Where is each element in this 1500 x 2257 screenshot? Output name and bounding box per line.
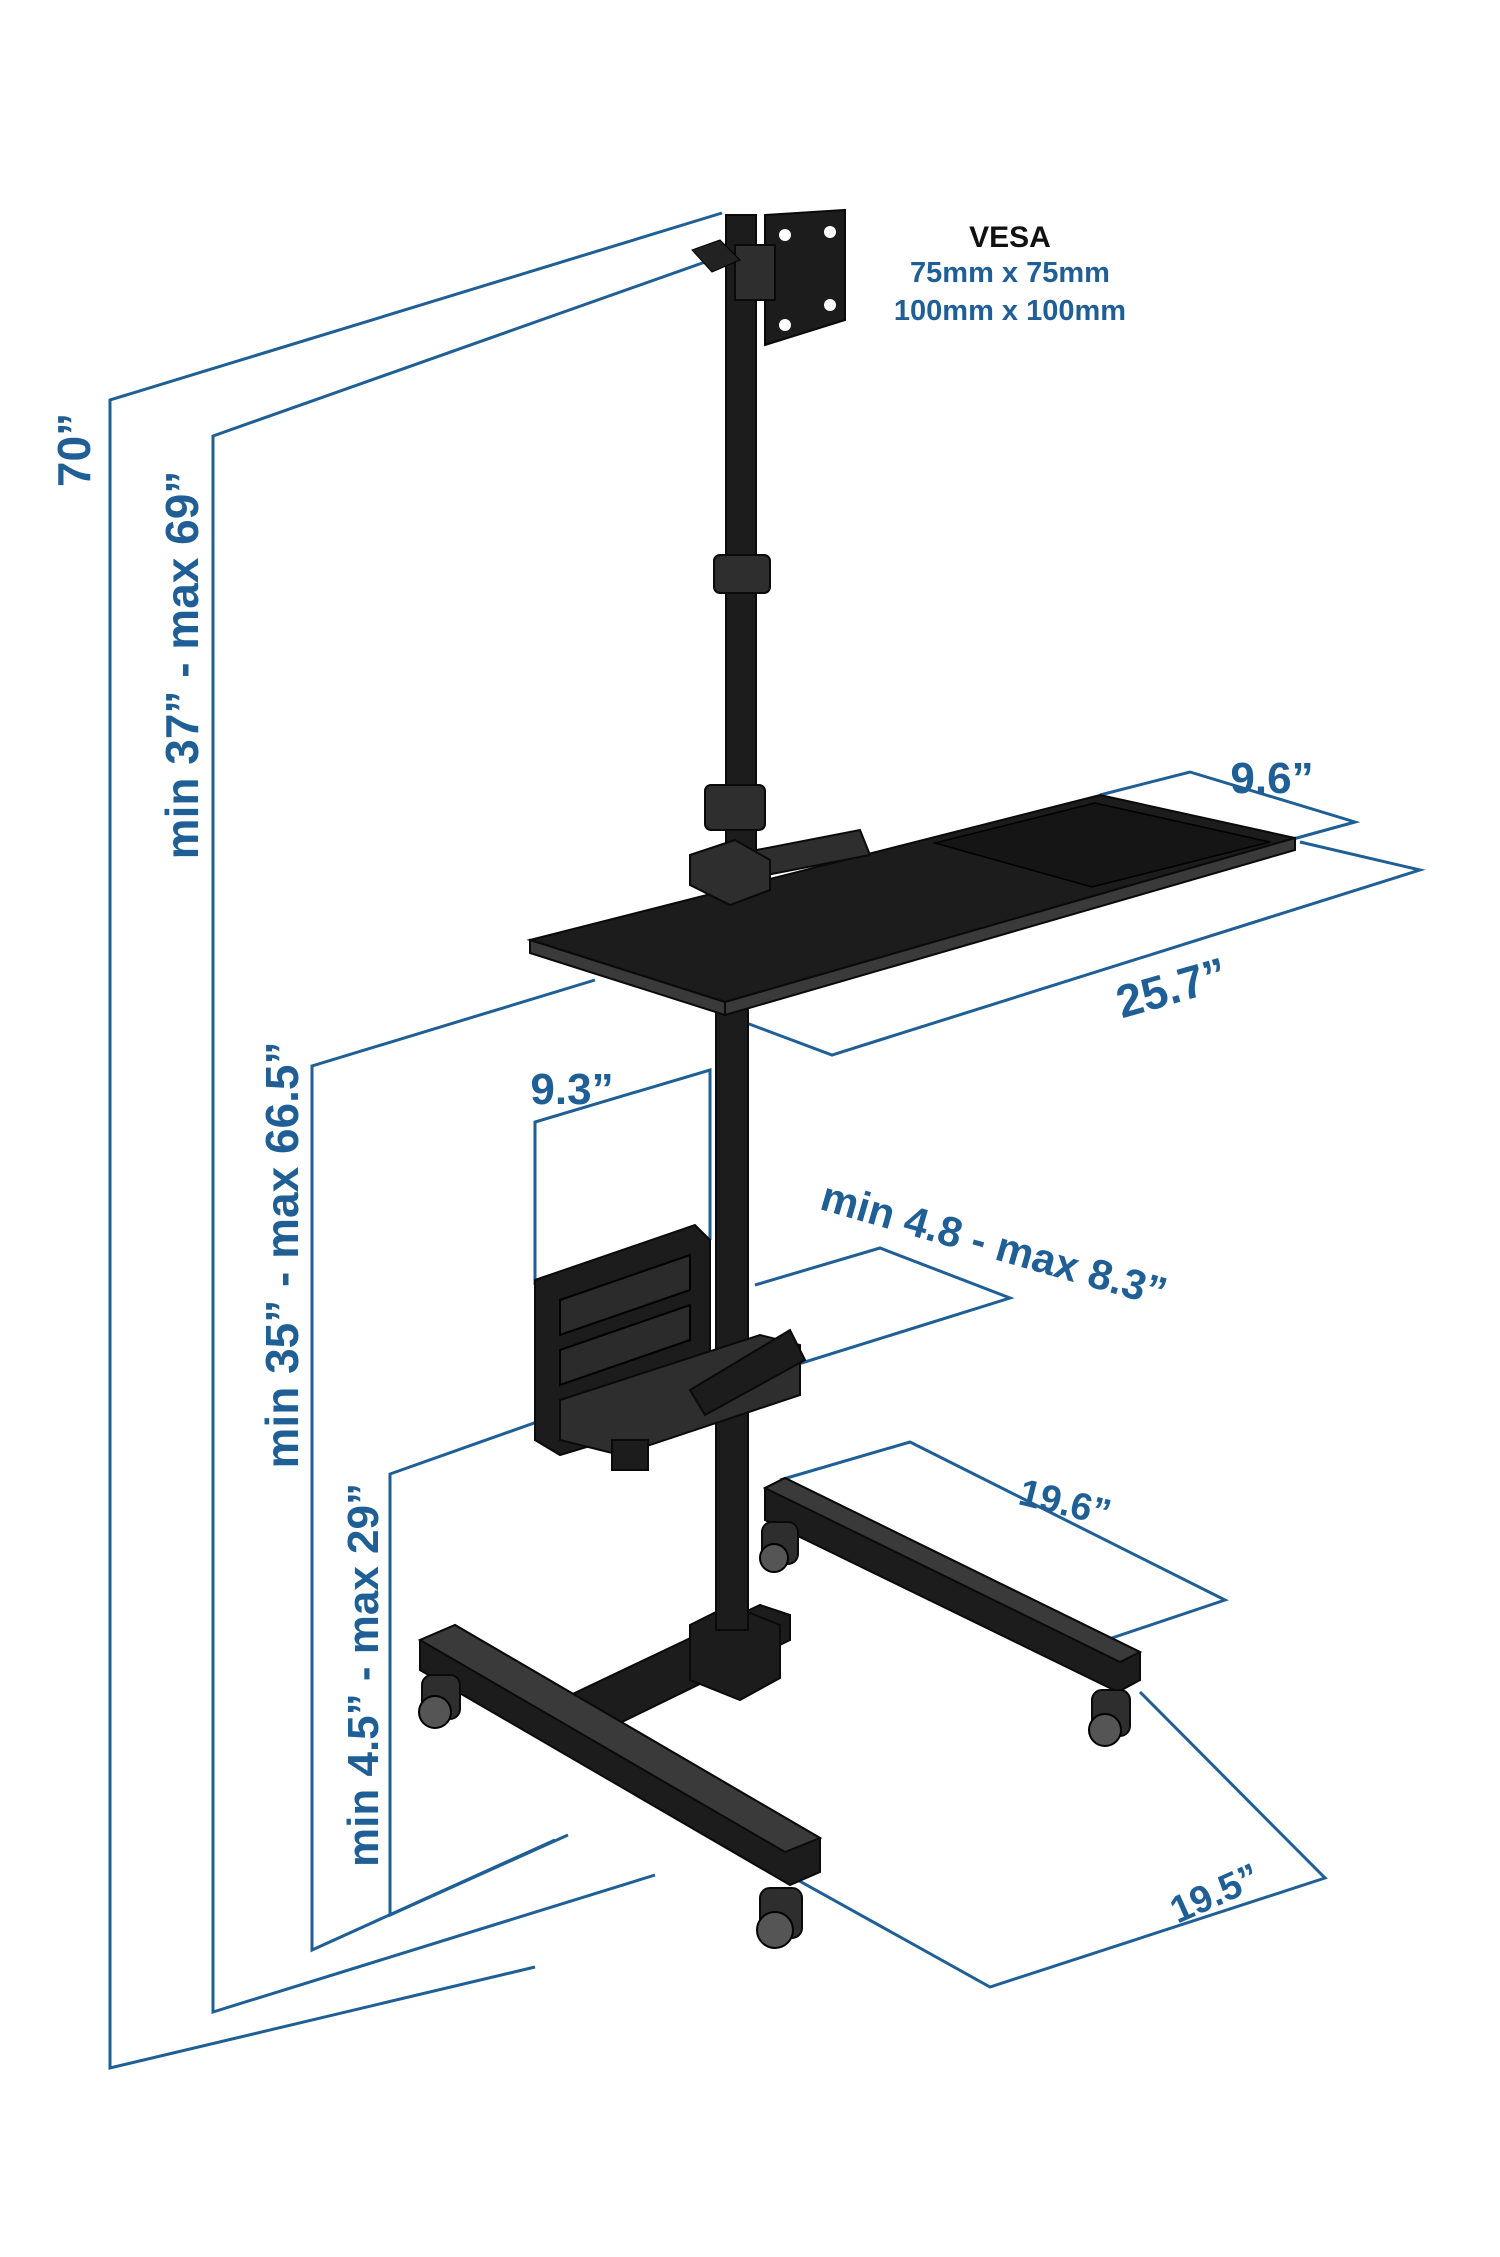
tray-depth-line	[1099, 770, 1361, 846]
tray-width-label: 25.7”	[1110, 947, 1233, 1028]
base-width-label: 19.6”	[1015, 1472, 1115, 1535]
monitor-height-line	[211, 253, 726, 2015]
cpu-holder	[534, 1223, 807, 1471]
dimension-lines	[108, 211, 1426, 2070]
overall-height-line	[108, 211, 723, 2070]
tray-depth-label: 9.6”	[1230, 754, 1313, 803]
cable-clip-lower	[704, 784, 766, 831]
upper-pole	[725, 214, 757, 876]
caster-front-right	[756, 1887, 803, 1949]
base-width-line	[779, 1440, 1229, 1644]
vesa-size-75: 75mm x 75mm	[910, 257, 1110, 289]
cpu-width-line	[754, 1246, 1015, 1378]
workstation-illustration	[417, 208, 1296, 1949]
vesa-label: VESA 75mm x 75mm 100mm x 100mm	[894, 221, 1126, 327]
caster-rear-right	[1088, 1689, 1131, 1747]
overall-height-label: 70”	[48, 413, 100, 487]
vesa-title: VESA	[969, 221, 1051, 254]
tray-height-label: min 35” - max 66.5”	[256, 1042, 308, 1469]
vesa-size-100: 100mm x 100mm	[894, 295, 1126, 327]
cpu-height-line	[388, 1403, 586, 1918]
monitor-height-label: min 37” - max 69”	[156, 471, 208, 860]
lower-pole	[715, 989, 749, 1631]
height-clamp	[689, 838, 771, 907]
caster-rear-left	[759, 1521, 799, 1573]
caster-front-left	[418, 1674, 461, 1729]
keyboard-tray	[526, 793, 1296, 1017]
base-depth-label: 19.5”	[1164, 1856, 1266, 1932]
vesa-mount	[691, 208, 846, 347]
cable-clip-upper	[713, 554, 771, 594]
cpu-width-label: min 4.8 - max 8.3”	[816, 1172, 1172, 1316]
cpu-depth-line	[533, 1067, 712, 1285]
cpu-depth-label: 9.3”	[530, 1065, 613, 1114]
tray-width-line	[724, 840, 1426, 1057]
cpu-height-label: min 4.5” - max 29”	[339, 1483, 388, 1867]
